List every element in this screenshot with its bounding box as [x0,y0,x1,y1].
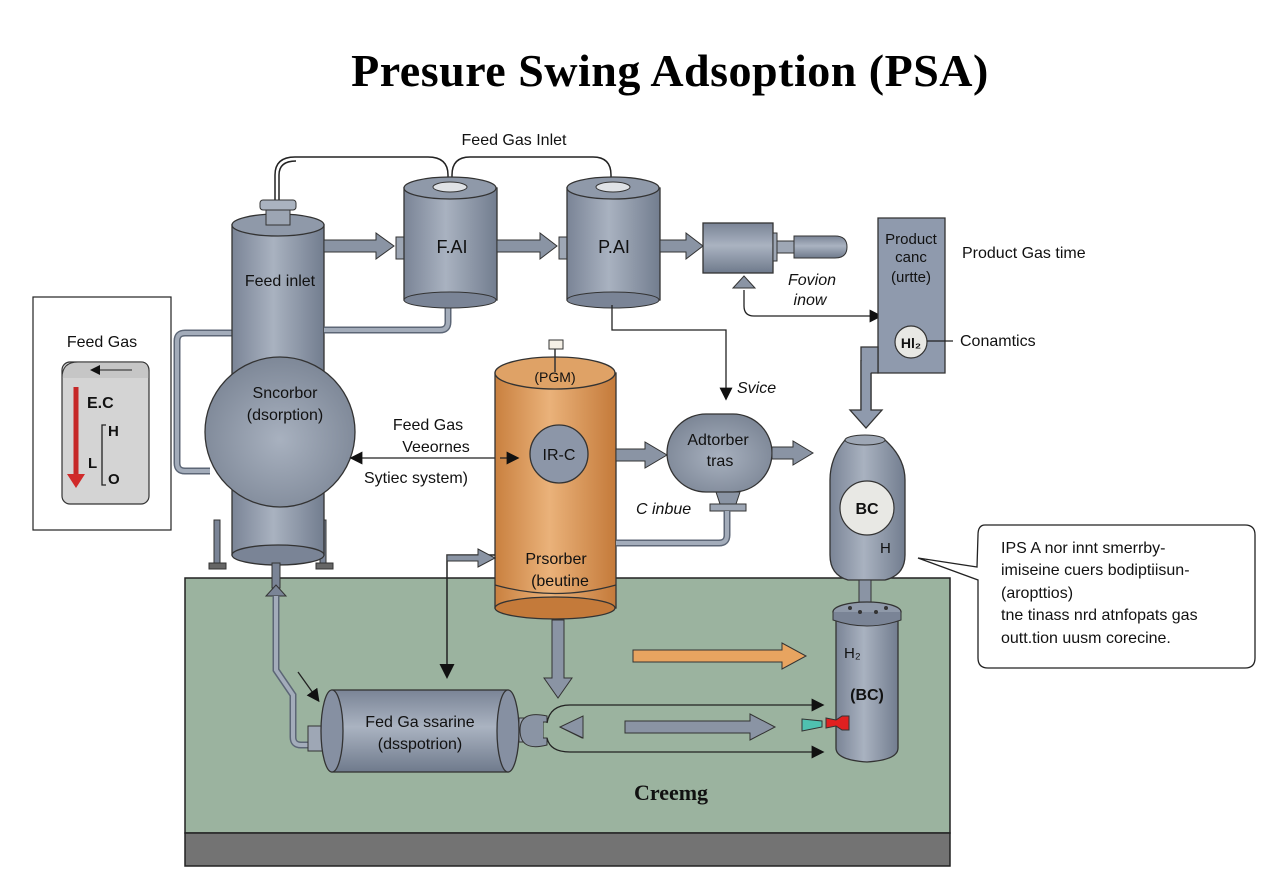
fovion-label-1: Fovion [788,272,836,289]
h-upper-label: H [880,540,891,557]
tank-fai-label: F.AI [436,237,467,257]
ground-base [184,832,951,867]
tank-pai-label: P.AI [598,237,630,257]
adtorber-label-2: tras [707,453,734,470]
product-canc-label-3: (urtte) [891,269,931,286]
legend-down-arrow-icon [67,474,85,488]
legend-ec: E.C [87,395,114,412]
feed-inlet-label: Feed inlet [245,273,316,290]
callout-bubble: IPS A nor innt smerrby- imiseine cuers b… [917,524,1256,669]
fovion-compressor[interactable] [702,222,848,289]
conamtics-label: Conamtics [960,333,1036,350]
svice-label: Svice [737,380,776,397]
fed-ga-ssarine-vessel[interactable]: Fed Ga ssarine (dsspotrion) [307,689,548,773]
fovion-label-2: inow [794,292,828,309]
callout-line-1: IPS A nor innt smerrby- [1001,540,1166,557]
product-canc-label-1: Product [885,231,938,248]
legend-title: Feed Gas [67,334,137,351]
feed-gas-inlet-lines [274,156,612,200]
orange-flow-arrow-icon [632,642,808,670]
sytiec-system-label: Sytiec system) [364,470,468,487]
teal-nozzle-icon [801,718,823,732]
product-canc-column[interactable]: Product canc (urtte) Hl₂ [848,217,953,429]
legend-l: L [88,455,97,472]
h2-lower-label: H₂ [844,645,861,662]
sncorbor-label-1: Sncorbor [253,385,319,402]
tank-pai[interactable]: P.AI [558,176,661,309]
sncorbor-label-2: (dsorption) [247,407,323,424]
diagram-title: Presure Swing Adsoption (PSA) [351,45,989,96]
c-inbue-label: C inbue [636,501,691,518]
irc-label: IR-C [543,447,576,464]
flow-arrow-icon [624,713,777,741]
feed-gas-inlet-label: Feed Gas Inlet [462,132,568,149]
prsorber-label-2: (beutine [531,573,589,590]
product-canc-label-2: canc [895,249,927,266]
flow-arrow-icon [771,440,814,466]
callout-line-5: outt.tion uusm corecine. [1001,630,1171,647]
prsorber-label-1: Prsorber [525,551,587,568]
flow-arrow-icon [615,441,668,469]
flow-arrow-icon [543,619,573,699]
flow-arrow-icon [659,231,704,261]
fed-ga-label-2: (dsspotrion) [378,736,462,753]
feed-gas-veeornes-label-2: Veeornes [402,439,470,456]
bc-lower-tank[interactable]: H₂ (BC) [801,601,902,763]
red-valve-icon[interactable] [825,715,850,731]
product-gas-time-label: Product Gas time [962,245,1086,262]
legend-o: O [108,471,120,488]
feed-inlet-column[interactable]: Feed inlet Sncorbor (dsorption) [173,199,356,597]
tank-fai[interactable]: F.AI [395,176,498,309]
flow-arrow-icon [496,231,558,261]
bc-upper-label: BC [855,501,879,518]
callout-line-3: (aropttios) [1001,585,1073,602]
flow-arrow-icon [323,232,395,260]
h2-gauge-label: Hl₂ [901,335,921,351]
psm-copper-column[interactable]: (PGM) IR-C Prsorber (beutine [494,339,617,620]
bc-upper-tank[interactable]: BC H [829,434,906,603]
bc-lower-label: (BC) [850,687,884,704]
adtorber-tras[interactable]: Adtorber tras [666,413,773,512]
h2-gauge-icon [894,325,928,359]
adtorber-label-1: Adtorber [687,432,749,449]
callout-line-4: tne tinass nrd atnfopats gas [1001,607,1198,624]
callout-line-2: imiseine cuers bodiptiisun- [1001,562,1190,579]
creemg-label: Creemg [634,780,708,805]
legend-box: Feed Gas E.C H L O [32,296,172,531]
psm-cap-label: (PGM) [534,369,575,385]
legend-h: H [108,423,119,440]
fed-ga-label-1: Fed Ga ssarine [365,714,474,731]
feed-gas-veeornes-label-1: Feed Gas [393,417,463,434]
